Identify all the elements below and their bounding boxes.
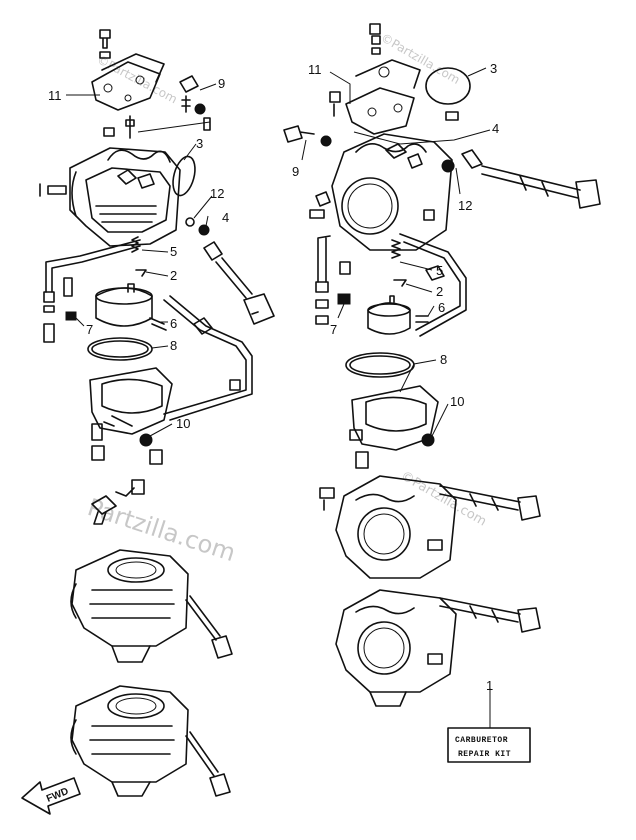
watermark-top-right: ©Partzilla.com xyxy=(379,30,463,87)
callout-8-right: 8 xyxy=(440,352,447,367)
callout-6-left: 6 xyxy=(170,316,177,331)
callout-5-right: 5 xyxy=(436,263,443,278)
callout-7-left: 7 xyxy=(86,322,93,337)
callout-12-right: 12 xyxy=(458,198,472,213)
watermark-mid-right: ©Partzilla.com xyxy=(398,468,489,529)
callout-6-right: 6 xyxy=(438,300,445,315)
kit-line-1: CARBURETOR xyxy=(455,736,508,745)
callout-1: 1 xyxy=(486,678,493,693)
repair-kit-box: CARBURETOR REPAIR KIT xyxy=(447,727,531,763)
callout-11-left: 11 xyxy=(48,88,62,103)
callout-3-left: 3 xyxy=(196,136,203,151)
watermark: Partzilla.com ©Partzilla.com ©Partzilla.… xyxy=(84,30,489,567)
right-assembled-carbs xyxy=(319,475,541,707)
watermark-top-left: ©Partzilla.com xyxy=(95,52,180,106)
callout-4-left: 4 xyxy=(222,210,229,225)
callout-10-left: 10 xyxy=(176,416,190,431)
fwd-arrow: FWD xyxy=(21,777,81,815)
left-assembled-carbs xyxy=(70,479,233,797)
callout-2-left: 2 xyxy=(170,268,177,283)
leader-lines xyxy=(66,67,491,728)
callout-7-right: 7 xyxy=(330,322,337,337)
left-exploded-view xyxy=(39,29,275,465)
kit-line-2: REPAIR KIT xyxy=(458,750,511,759)
callout-2-right: 2 xyxy=(436,284,443,299)
callout-12-left: 12 xyxy=(210,186,224,201)
callout-9-left: 9 xyxy=(218,76,225,91)
callout-9-right: 9 xyxy=(292,164,299,179)
callout-labels: 11 9 3 12 4 5 2 7 6 8 10 11 3 4 9 12 5 2… xyxy=(48,61,499,693)
callout-10-right: 10 xyxy=(450,394,464,409)
callout-5-left: 5 xyxy=(170,244,177,259)
callout-11-right: 11 xyxy=(308,62,322,77)
callout-8-left: 8 xyxy=(170,338,177,353)
callout-4-right: 4 xyxy=(492,121,499,136)
right-exploded-view xyxy=(283,23,601,469)
callout-3-right: 3 xyxy=(490,61,497,76)
